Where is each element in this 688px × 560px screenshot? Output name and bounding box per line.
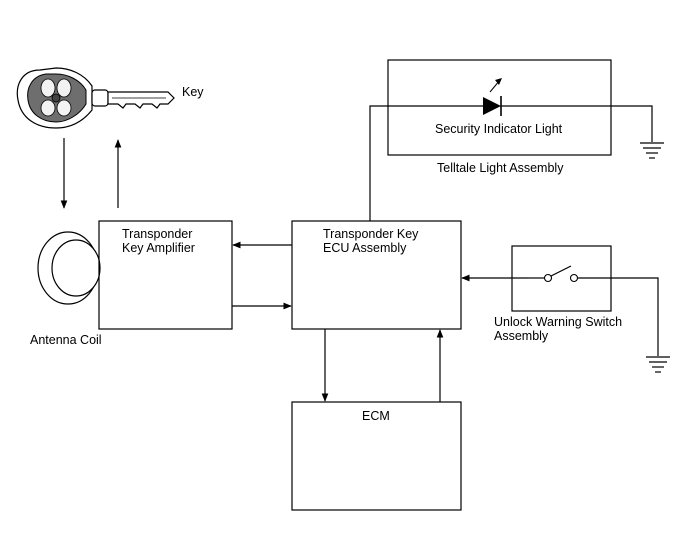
security-light-label: Security Indicator Light [435,122,563,136]
light-to-ground-wire [501,105,653,142]
ground-icon [646,356,670,373]
antenna-coil-icon [37,231,101,305]
led-icon [483,78,502,116]
unlock-switch-label-line2: Assembly [494,329,549,343]
amplifier-label-line2: Key Amplifier [122,241,195,255]
ecu-label-line1: Transponder Key [323,227,419,241]
amplifier-label-line1: Transponder [122,227,192,241]
switch-icon [543,265,579,283]
ecm-label: ECM [362,409,390,423]
antenna-coil-label: Antenna Coil [30,333,102,347]
amplifier-box [98,220,233,330]
unlock-switch-label-line1: Unlock Warning Switch [494,315,622,329]
ecu-label-line2: ECU Assembly [323,241,407,255]
ecm-box [291,401,462,511]
ecu-to-light-wire [369,105,483,221]
ecu-box [291,220,462,330]
key-icon [16,67,175,129]
telltale-assembly-label: Telltale Light Assembly [437,161,564,175]
switch-to-ground-wire [578,277,659,356]
telltale-box [387,59,612,156]
ground-icon [640,142,664,159]
key-label: Key [182,85,204,99]
